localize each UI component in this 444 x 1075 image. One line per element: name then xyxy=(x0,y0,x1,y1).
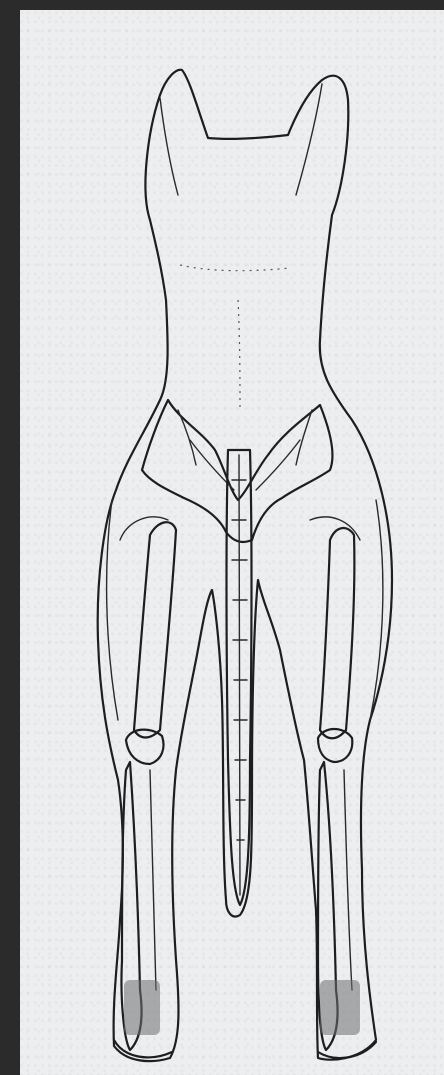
pelvis-inner xyxy=(190,440,300,490)
left-thigh-contour xyxy=(107,500,118,720)
right-hip-joint xyxy=(310,517,360,540)
right-femur xyxy=(320,528,354,738)
tail-center xyxy=(239,455,240,895)
right-foot-shade xyxy=(320,980,360,1035)
left-hip-joint xyxy=(120,517,168,540)
spine-detail xyxy=(238,300,240,410)
left-ear-line xyxy=(160,98,178,195)
left-knee xyxy=(126,730,164,764)
left-femur xyxy=(134,522,176,737)
right-fibula xyxy=(344,770,352,990)
left-fibula xyxy=(150,770,156,990)
left-iliac xyxy=(178,410,196,465)
right-ear-line xyxy=(296,84,322,195)
pelvis xyxy=(142,400,332,542)
left-foot-shade xyxy=(124,980,160,1035)
right-thigh-contour xyxy=(370,500,383,720)
head-detail xyxy=(180,265,290,271)
